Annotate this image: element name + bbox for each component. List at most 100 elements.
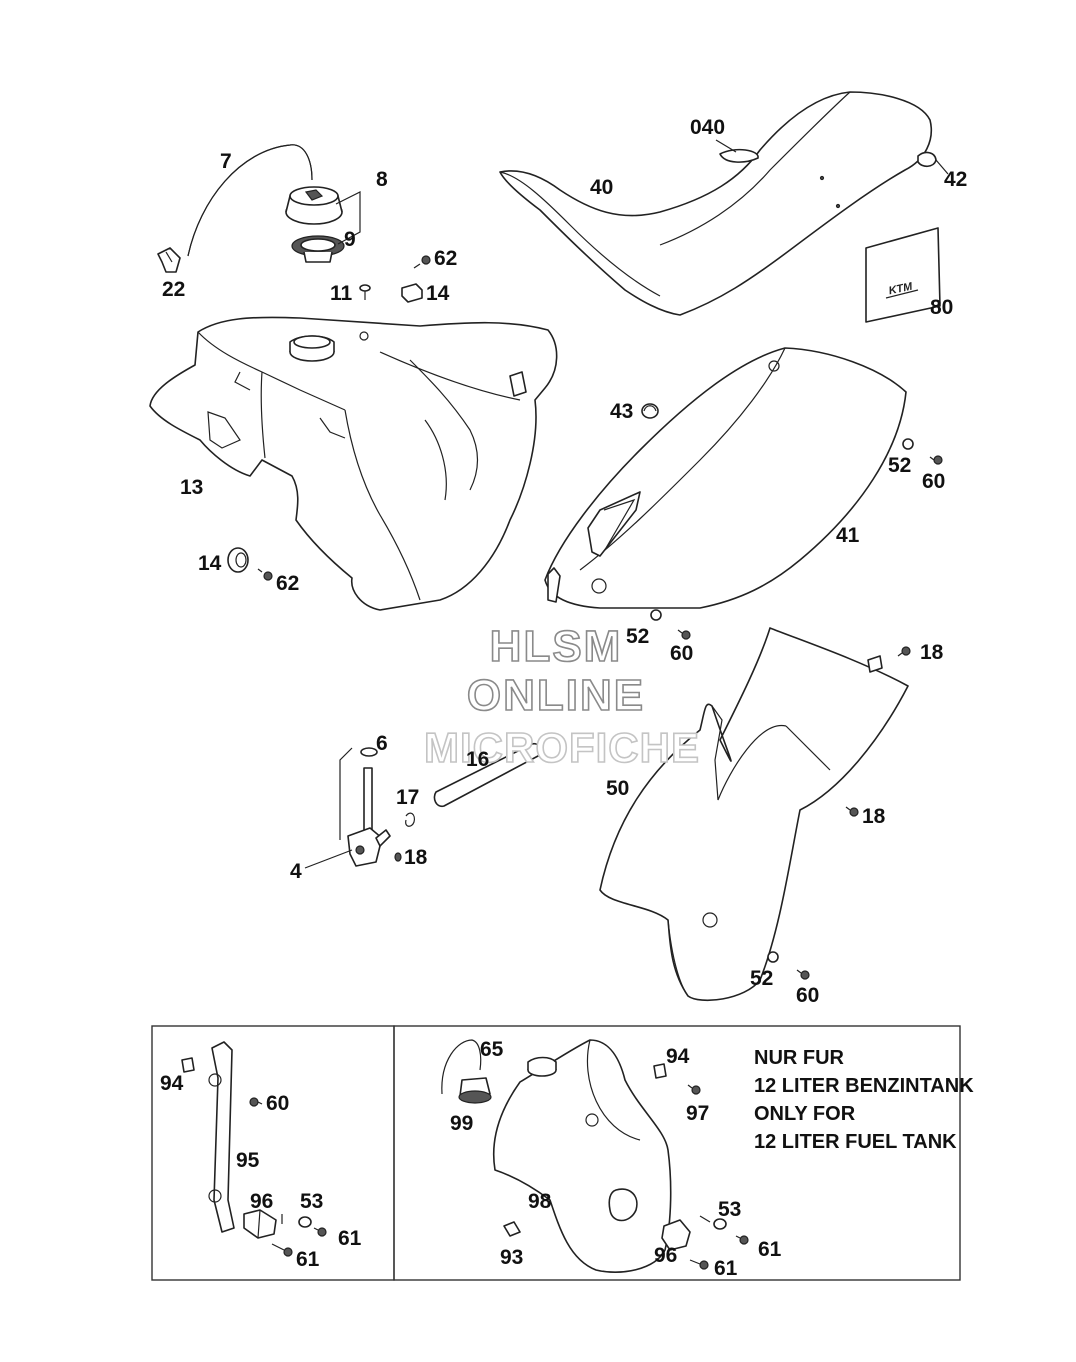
label-80: 80	[930, 296, 953, 319]
screw-60-b	[677, 629, 691, 640]
note-line-1: NUR FUR	[754, 1047, 845, 1069]
screw-60-c	[796, 969, 810, 980]
leader-42	[935, 159, 949, 175]
label-94-a: 94	[160, 1072, 184, 1095]
fuel-tank	[149, 316, 558, 611]
leader-8-9	[335, 191, 361, 245]
label-41: 41	[836, 524, 860, 547]
label-4: 4	[290, 860, 302, 883]
callout-labels: 7 8 9 22 040 40 42 80 62 11 14 13 14 62 …	[160, 116, 967, 1280]
label-18-b: 18	[404, 846, 428, 869]
screw-97	[687, 1084, 701, 1095]
label-52-a: 52	[888, 454, 911, 477]
breather-hose	[187, 144, 313, 257]
kit-note: NUR FUR 12 LITER BENZINTANK ONLY FOR 12 …	[754, 1047, 974, 1153]
small-tank-98	[492, 1039, 672, 1273]
label-9: 9	[344, 228, 356, 251]
label-62-top: 62	[434, 247, 457, 270]
note-line-2: 12 LITER BENZINTANK	[754, 1075, 974, 1097]
label-22: 22	[162, 278, 185, 301]
label-42: 42	[944, 168, 967, 191]
screw-62-top	[413, 255, 431, 269]
grommet-43	[641, 403, 659, 419]
fitting-93	[503, 1221, 521, 1237]
screw-61-b	[271, 1243, 293, 1257]
label-040: 040	[690, 116, 725, 139]
label-60-a: 60	[922, 470, 945, 493]
leader-4	[304, 849, 353, 869]
label-8: 8	[376, 168, 388, 191]
label-61-b: 61	[296, 1248, 320, 1271]
label-97: 97	[686, 1102, 709, 1125]
fuel-cap	[285, 186, 343, 225]
nut-94-a	[181, 1057, 195, 1073]
screw-61-c	[735, 1235, 749, 1245]
label-65: 65	[480, 1038, 504, 1061]
label-18-c: 18	[862, 805, 886, 828]
clamp-96-a	[243, 1209, 277, 1239]
label-40: 40	[590, 176, 613, 199]
label-93: 93	[500, 1246, 523, 1269]
label-14-bottom: 14	[198, 552, 222, 575]
screw-18-c	[845, 806, 859, 817]
label-11: 11	[330, 282, 353, 305]
label-52-c: 52	[750, 967, 773, 990]
label-52-b: 52	[626, 625, 649, 648]
clip-17	[405, 812, 415, 827]
screw-18-a	[897, 646, 911, 657]
label-95: 95	[236, 1149, 260, 1172]
cap-99	[458, 1077, 492, 1104]
leader-6	[339, 747, 353, 840]
cap-gasket	[291, 235, 345, 263]
label-60-d: 60	[266, 1092, 289, 1115]
screw-60-d	[249, 1097, 263, 1107]
fuel-tap	[347, 747, 391, 867]
label-53-a: 53	[300, 1190, 323, 1213]
washer-52-b	[650, 609, 662, 621]
label-53-b: 53	[718, 1198, 741, 1221]
bushing-14-bottom	[227, 547, 249, 573]
label-60-b: 60	[670, 642, 693, 665]
hose-65	[441, 1039, 482, 1095]
washer-53-b	[699, 1215, 727, 1230]
label-14-top: 14	[426, 282, 450, 305]
leader-040	[715, 139, 737, 153]
label-17: 17	[396, 786, 419, 809]
watermark-line-3: MICROFICHE	[424, 724, 700, 771]
label-94-b: 94	[666, 1045, 690, 1068]
seat	[499, 91, 937, 316]
hose-fitting	[157, 247, 181, 273]
fuel-hose-16	[433, 742, 542, 808]
bracket-95	[208, 1041, 235, 1233]
watermark: HLSM ONLINE MICROFICHE	[423, 621, 700, 772]
side-panel-50	[599, 627, 909, 1002]
label-13: 13	[180, 476, 203, 499]
label-16: 16	[466, 748, 489, 771]
label-6: 6	[376, 732, 388, 755]
note-line-3: ONLY FOR	[754, 1103, 856, 1125]
watermark-line-2: ONLINE	[467, 671, 645, 720]
note-line-4: 12 LITER FUEL TANK	[754, 1131, 957, 1153]
washer-52-c	[767, 951, 779, 963]
ktm-decal: KTM	[865, 227, 941, 323]
label-99: 99	[450, 1112, 473, 1135]
kit-box-right	[393, 1025, 961, 1281]
label-61-c: 61	[758, 1238, 782, 1261]
clamp-96-b	[661, 1219, 691, 1251]
nut-94-b	[653, 1063, 667, 1079]
screw-61-d	[689, 1259, 709, 1270]
label-98: 98	[528, 1190, 552, 1213]
label-96-b: 96	[654, 1244, 677, 1267]
watermark-line-1: HLSM	[490, 622, 623, 671]
side-panel-41	[544, 347, 907, 609]
label-43: 43	[610, 400, 633, 423]
label-7: 7	[220, 150, 232, 173]
label-50: 50	[606, 777, 629, 800]
bushing-14-top	[401, 283, 423, 303]
screw-11	[359, 284, 371, 300]
washer-52-a	[902, 438, 914, 450]
label-18-a: 18	[920, 641, 944, 664]
screw-18-b	[394, 852, 402, 862]
screw-61-a	[313, 1227, 327, 1237]
